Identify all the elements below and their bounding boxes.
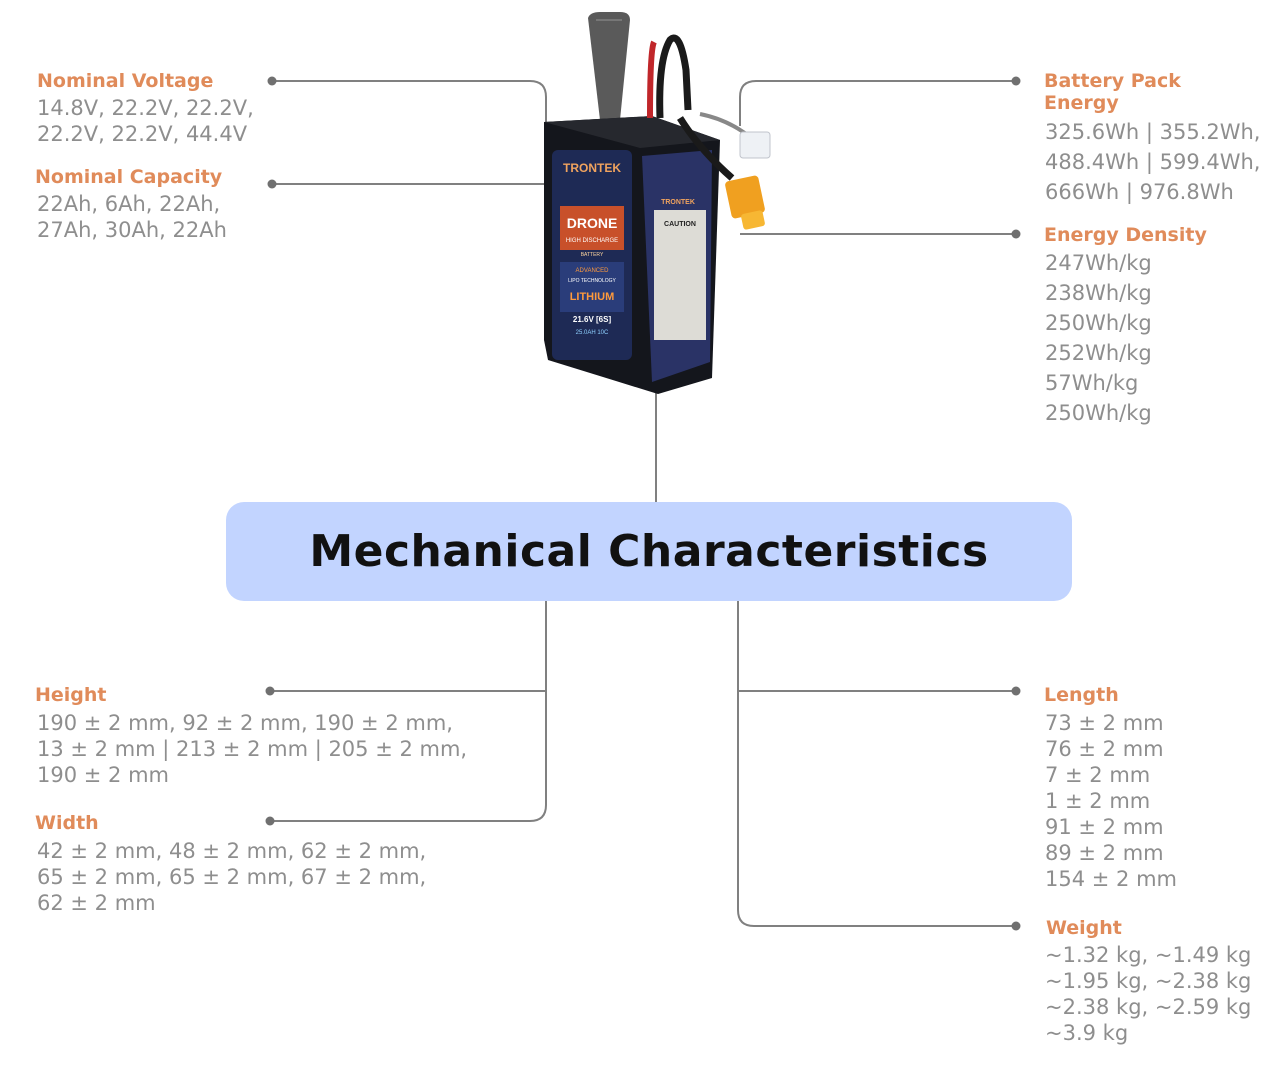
weight-label: Weight xyxy=(1046,917,1122,939)
battery-strap xyxy=(588,12,630,120)
battery-pack-energy-value: 325.6Wh | 355.2Wh, 488.4Wh | 599.4Wh, 66… xyxy=(1045,117,1261,207)
label-line: Energy xyxy=(1044,92,1119,114)
value-line: 27Ah, 30Ah, 22Ah xyxy=(37,218,227,242)
connector-battery-pack-energy xyxy=(739,80,1016,126)
battery-cap: 25.0AH 10C xyxy=(576,330,609,336)
value-line: ~1.95 kg, ~2.38 kg xyxy=(1045,969,1252,993)
value-line: 325.6Wh | 355.2Wh, xyxy=(1045,120,1261,144)
value-line: 13 ± 2 mm | 213 ± 2 mm | 205 ± 2 mm, xyxy=(37,737,468,761)
value-line: 666Wh | 976.8Wh xyxy=(1045,180,1234,204)
value-line: 73 ± 2 mm xyxy=(1045,711,1164,735)
dot-weight xyxy=(1011,921,1021,931)
energy-density-label: Energy Density xyxy=(1044,224,1207,246)
battery-name: DRONE xyxy=(567,215,618,231)
label-line: Battery Pack xyxy=(1044,70,1181,92)
battery-caution: CAUTION xyxy=(664,221,696,228)
value-line: 76 ± 2 mm xyxy=(1045,737,1164,761)
battery-pack-energy-label: Battery Pack Energy xyxy=(1044,70,1181,114)
battery-line2: LIPO TECHNOLOGY xyxy=(568,278,616,284)
battery-volt: 21.6V [6S] xyxy=(573,315,612,324)
value-line: 14.8V, 22.2V, 22.2V, xyxy=(37,96,254,120)
length-value: 73 ± 2 mm 76 ± 2 mm 7 ± 2 mm 1 ± 2 mm 91… xyxy=(1045,710,1177,892)
value-line: 7 ± 2 mm xyxy=(1045,763,1151,787)
value-line: 154 ± 2 mm xyxy=(1045,867,1177,891)
width-label: Width xyxy=(35,812,99,834)
weight-value: ~1.32 kg, ~1.49 kg ~1.95 kg, ~2.38 kg ~2… xyxy=(1045,942,1251,1046)
connector-nominal-voltage xyxy=(272,80,547,126)
value-line: 488.4Wh | 599.4Wh, xyxy=(1045,150,1261,174)
nominal-capacity-value: 22Ah, 6Ah, 22Ah, 27Ah, 30Ah, 22Ah xyxy=(37,191,227,243)
value-line: ~3.9 kg xyxy=(1045,1021,1129,1045)
dot-battery-pack-energy xyxy=(1011,76,1021,86)
length-label: Length xyxy=(1044,684,1119,706)
nominal-voltage-label: Nominal Voltage xyxy=(37,70,214,92)
value-line: 65 ± 2 mm, 65 ± 2 mm, 67 ± 2 mm, xyxy=(37,865,427,889)
value-line: ~2.38 kg, ~2.59 kg xyxy=(1045,995,1252,1019)
value-line: ~1.32 kg, ~1.49 kg xyxy=(1045,943,1252,967)
value-line: 22Ah, 6Ah, 22Ah, xyxy=(37,192,221,216)
dot-nominal-capacity xyxy=(267,179,277,189)
dot-nominal-voltage xyxy=(267,76,277,86)
battery-line1: ADVANCED xyxy=(576,268,610,274)
connector-weight xyxy=(737,601,1016,927)
value-line: 190 ± 2 mm xyxy=(37,763,169,787)
value-line: 42 ± 2 mm, 48 ± 2 mm, 62 ± 2 mm, xyxy=(37,839,427,863)
battery-tag: BATTERY xyxy=(581,252,604,258)
battery-chem: LITHIUM xyxy=(570,291,615,303)
value-line: 247Wh/kg xyxy=(1045,251,1152,275)
dot-length xyxy=(1011,686,1021,696)
connector-width xyxy=(272,601,547,822)
title-banner: Mechanical Characteristics xyxy=(226,502,1072,601)
width-value: 42 ± 2 mm, 48 ± 2 mm, 62 ± 2 mm, 65 ± 2 … xyxy=(37,838,426,916)
value-line: 250Wh/kg xyxy=(1045,311,1152,335)
nominal-capacity-label: Nominal Capacity xyxy=(35,166,223,188)
value-line: 62 ± 2 mm xyxy=(37,891,156,915)
value-line: 1 ± 2 mm xyxy=(1045,789,1151,813)
value-line: 252Wh/kg xyxy=(1045,341,1152,365)
page-title: Mechanical Characteristics xyxy=(309,526,989,577)
balance-plug xyxy=(739,131,771,159)
value-line: 89 ± 2 mm xyxy=(1045,841,1164,865)
value-line: 57Wh/kg xyxy=(1045,371,1139,395)
value-line: 190 ± 2 mm, 92 ± 2 mm, 190 ± 2 mm, xyxy=(37,711,453,735)
energy-density-value: 247Wh/kg 238Wh/kg 250Wh/kg 252Wh/kg 57Wh… xyxy=(1045,248,1152,428)
nominal-voltage-value: 14.8V, 22.2V, 22.2V, 22.2V, 22.2V, 44.4V xyxy=(37,95,254,147)
value-line: 22.2V, 22.2V, 44.4V xyxy=(37,122,248,146)
height-value: 190 ± 2 mm, 92 ± 2 mm, 190 ± 2 mm, 13 ± … xyxy=(37,710,467,788)
battery-brand: TRONTEK xyxy=(563,161,621,175)
value-line: 238Wh/kg xyxy=(1045,281,1152,305)
battery-subtitle: HIGH DISCHARGE xyxy=(566,238,618,244)
battery-side-brand: TRONTEK xyxy=(661,199,695,206)
dot-width xyxy=(265,816,275,826)
height-label: Height xyxy=(35,684,107,706)
dot-energy-density xyxy=(1011,229,1021,239)
value-line: 250Wh/kg xyxy=(1045,401,1152,425)
dot-height xyxy=(265,686,275,696)
battery-image: TRONTEK DRONE HIGH DISCHARGE BATTERY ADV… xyxy=(544,12,771,394)
xt-connector xyxy=(725,175,765,219)
value-line: 91 ± 2 mm xyxy=(1045,815,1164,839)
